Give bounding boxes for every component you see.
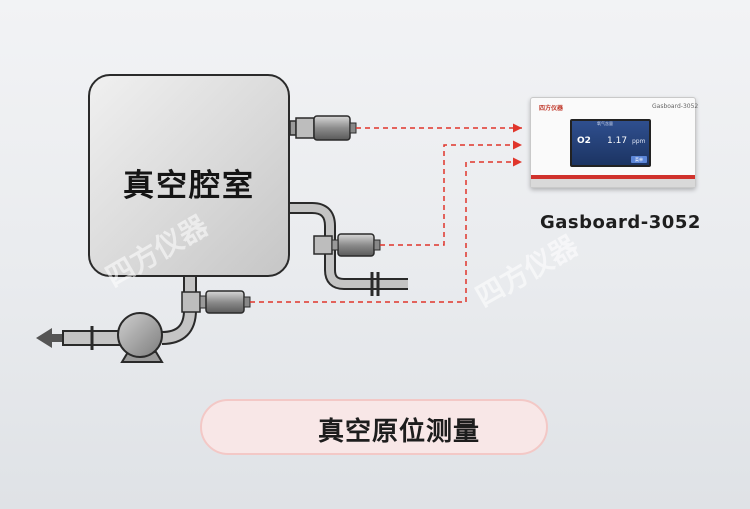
screen-menu-button: 菜单 (631, 156, 647, 163)
analyzer-red-stripe (531, 175, 695, 179)
reading-value: 1.17 (607, 136, 628, 146)
analyzer-brand: 四方仪器 (539, 105, 564, 112)
signal-line-3 (250, 157, 522, 303)
caption-text: 真空原位测量 (318, 417, 481, 447)
analyzer-model-small: Gasboard-3052 (652, 103, 699, 110)
caption-pill (200, 399, 548, 455)
gas-analyzer (530, 97, 696, 188)
analyzer-model-label: Gasboard-3052 (540, 212, 701, 233)
chamber-label: 真空腔室 (123, 168, 255, 204)
screen-title: 氧气含量 (597, 121, 613, 126)
sensor-2 (313, 233, 381, 257)
signal-line-2 (380, 140, 522, 246)
outlet-arrow-icon (36, 328, 62, 348)
reading-unit: ppm (632, 138, 646, 145)
sensor-3 (181, 290, 251, 314)
analyzer-base (531, 179, 695, 187)
sensor-1 (289, 115, 357, 141)
reading-name: O2 (577, 136, 591, 146)
vacuum-chamber (88, 74, 290, 277)
vacuum-pump (117, 312, 163, 358)
